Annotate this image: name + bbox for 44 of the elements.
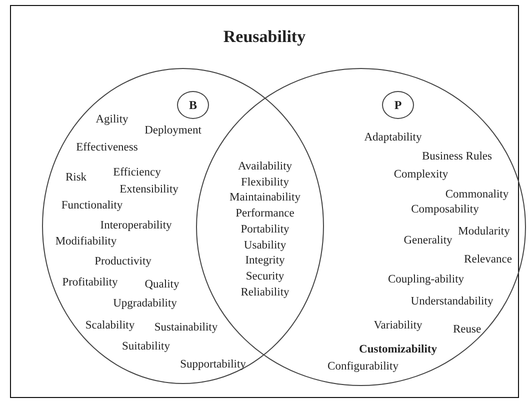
attribute-label: Suitability [122,340,170,354]
attribute-label: Effectiveness [76,142,138,154]
attribute-label: Risk [65,172,87,184]
attribute-label: Understandability [410,296,494,308]
attribute-label: Agility [96,114,128,126]
attribute-label: Quality [144,278,180,292]
attribute-label: Composability [411,204,479,216]
attribute-label: Business Rules [422,150,492,164]
attribute-label: Reuse [452,324,482,336]
attribute-label: Upgradability [113,298,177,310]
attribute-label: Functionality [61,200,123,212]
attribute-label: Integrity [245,254,285,268]
attribute-label: Complexity [394,168,448,182]
attribute-label: Productivity [94,256,152,268]
attribute-label: Security [246,270,284,284]
attribute-label: Scalability [85,320,135,332]
attribute-label: Flexibility [241,176,289,190]
attribute-label: Variability [374,320,422,332]
attribute-label: Maintainability [230,192,300,204]
attribute-label: Interoperability [100,220,172,232]
attribute-label: Adaptability [364,132,422,144]
attribute-label: Modularity [458,226,510,238]
set-badge: P [382,91,414,119]
attribute-label: Relevance [464,254,512,266]
attribute-label: Customizability [359,344,437,356]
attribute-label: Generality [404,234,452,248]
attribute-label: Performance [236,208,294,220]
attribute-label: Usability [244,240,286,252]
attribute-label: Commonality [445,188,509,202]
attribute-label: Supportability [180,358,246,372]
attribute-label: Extensibility [120,184,178,196]
attribute-label: Reliability [240,286,290,300]
attribute-label: Profitability [62,276,118,290]
attribute-label: Coupling-ability [388,274,464,286]
set-badge: B [177,91,209,119]
attribute-label: Modifiability [55,236,117,248]
attribute-label: Efficiency [113,166,161,180]
attribute-label: Availability [238,160,292,174]
attribute-label: Deployment [144,124,202,138]
attribute-label: Portability [240,224,290,236]
attribute-label: Sustainability [154,322,218,334]
attribute-label: Configurability [328,360,398,374]
venn-circle [42,68,324,384]
title: Reusability [222,27,307,47]
